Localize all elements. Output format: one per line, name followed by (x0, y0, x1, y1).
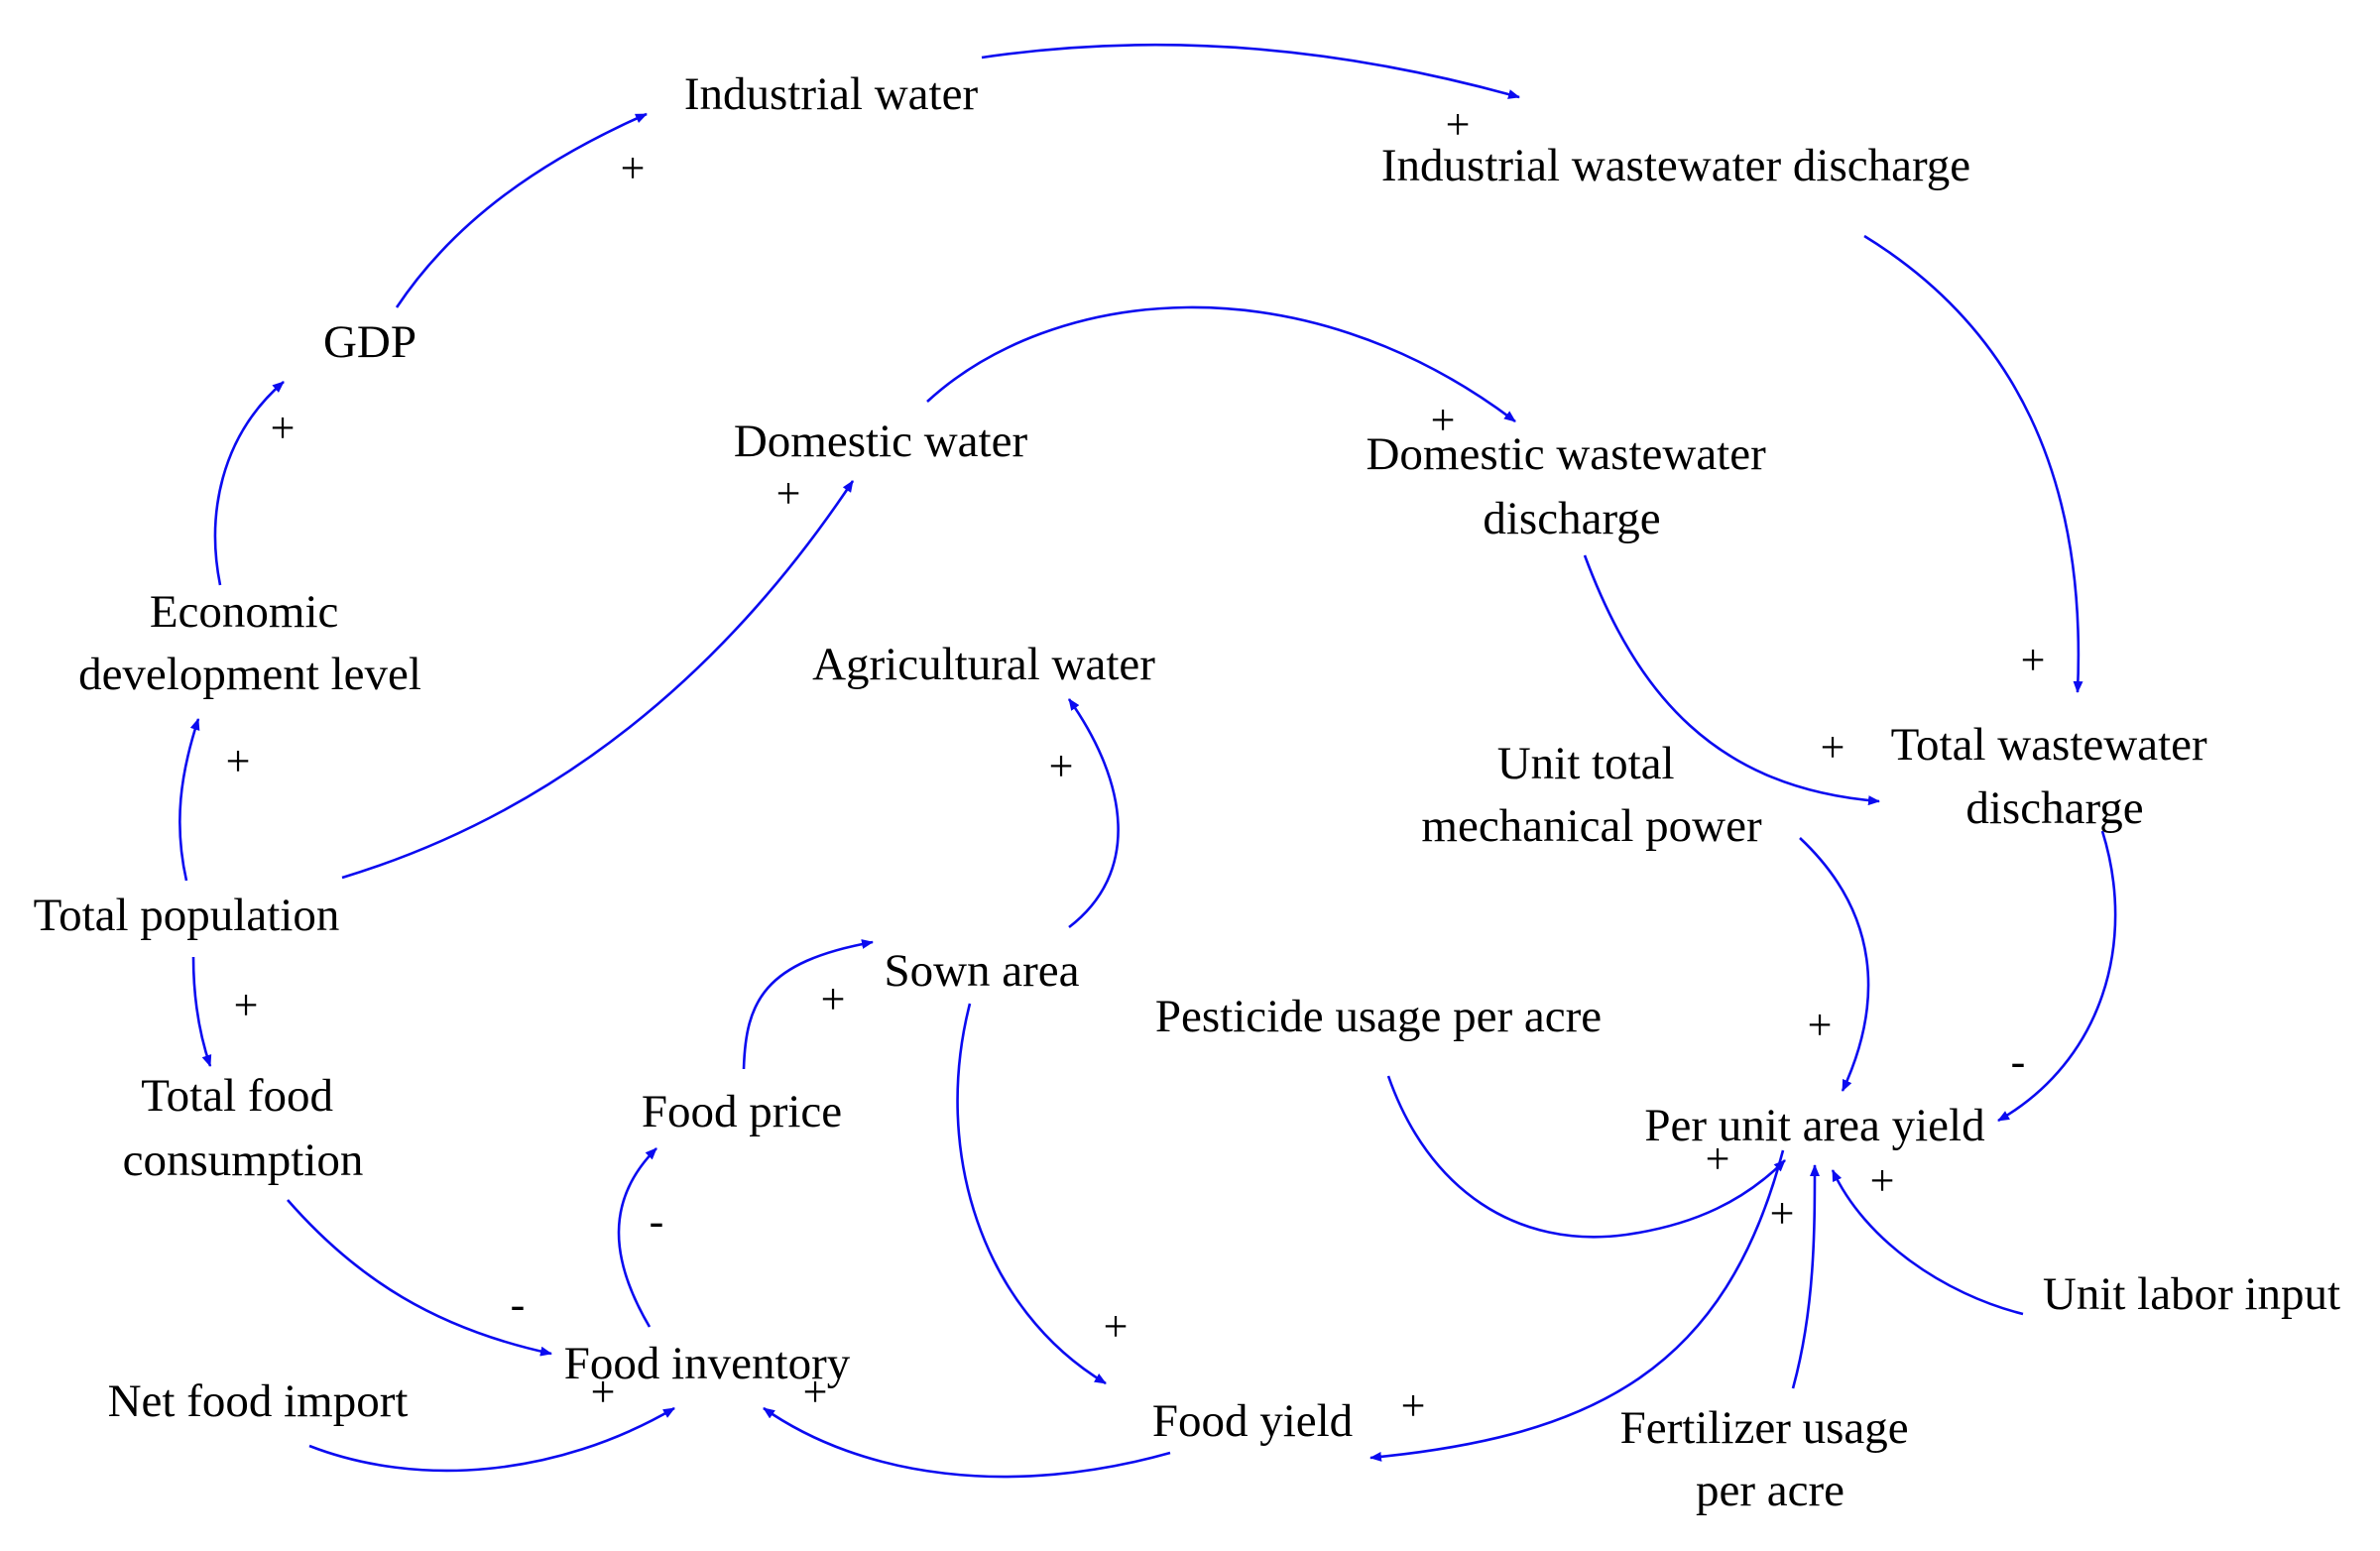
link-labor-to-per-unit-yield (1831, 1169, 2024, 1316)
link-food-price-to-sown-area (742, 939, 874, 1070)
node-per-unit-area-yield: Per unit area yield (1644, 1100, 1984, 1151)
node-total-food-consumption-line-1: Total food (141, 1070, 333, 1122)
link-gdp-to-industrial-water (395, 112, 648, 308)
node-unit-total-mechanical-power-line-1: Unit total (1497, 738, 1675, 789)
link-total-wastewater-to-per-unit-yield (1997, 830, 2117, 1123)
link-mechanical-power-to-per-unit-yield (1799, 837, 1870, 1092)
link-industrial-water-to-industrial-wastewater (981, 43, 1520, 99)
node-total-food-consumption-line-2: consumption (123, 1134, 364, 1186)
polarity-industrial-wastewater-to-total-wastewater: + (2021, 636, 2046, 684)
node-net-food-import: Net food import (108, 1375, 409, 1427)
link-food-consumption-to-food-inventory (287, 1199, 552, 1357)
node-domestic-wastewater-discharge-line-1: Domestic wastewater (1366, 428, 1766, 480)
node-industrial-wastewater-discharge: Industrial wastewater discharge (1381, 140, 1970, 191)
polarity-mechanical-power-to-per-unit-yield: + (1808, 1001, 1833, 1049)
polarity-food-inventory-to-food-price: - (650, 1197, 664, 1246)
link-per-unit-yield-to-food-yield (1369, 1149, 1785, 1462)
polarity-fertilizer-to-per-unit-yield: + (1770, 1189, 1795, 1238)
link-domestic-water-to-domestic-wastewater (926, 305, 1516, 423)
polarity-per-unit-yield-to-food-yield: + (1401, 1381, 1426, 1430)
node-economic-development-level: Economic development level (78, 586, 421, 700)
polarity-economic-to-gdp: + (271, 404, 296, 452)
node-agricultural-water: Agricultural water (812, 639, 1155, 690)
polarity-net-food-import-to-food-inventory: + (591, 1368, 616, 1416)
node-total-population: Total population (34, 890, 340, 941)
polarity-population-to-food-consumption: + (234, 981, 259, 1029)
node-fertilizer-usage-per-acre: Fertilizer usage per acre (1620, 1402, 1921, 1516)
node-unit-labor-input: Unit labor input (2043, 1268, 2340, 1320)
node-food-price: Food price (642, 1086, 842, 1137)
node-food-yield: Food yield (1152, 1395, 1353, 1447)
node-total-wastewater-discharge: Total wastewater discharge (1891, 719, 2219, 834)
link-domestic-wastewater-to-total-wastewater (1583, 554, 1880, 806)
link-food-yield-to-food-inventory (763, 1406, 1171, 1479)
polarity-industrial-water-to-industrial-wastewater: + (1446, 100, 1471, 149)
node-gdp: GDP (323, 316, 416, 368)
polarity-sown-area-to-food-yield: + (1104, 1302, 1129, 1351)
node-domestic-wastewater-discharge-line-2: discharge (1483, 493, 1660, 544)
polarity-total-wastewater-to-per-unit-yield: - (2011, 1037, 2026, 1086)
links (178, 43, 2117, 1479)
nodes: Industrial water Industrial wastewater d… (34, 68, 2340, 1516)
node-food-inventory: Food inventory (564, 1338, 851, 1389)
node-domestic-water: Domestic water (734, 416, 1028, 467)
node-industrial-water: Industrial water (684, 68, 979, 120)
polarity-sown-area-to-agricultural-water: + (1049, 742, 1074, 790)
node-total-wastewater-discharge-line-1: Total wastewater (1891, 719, 2207, 771)
node-domestic-wastewater-discharge: Domestic wastewater discharge (1366, 428, 1777, 544)
link-net-food-import-to-food-inventory (308, 1406, 675, 1473)
node-total-wastewater-discharge-line-2: discharge (1965, 782, 2143, 834)
link-pesticide-to-per-unit-yield (1386, 1075, 1786, 1239)
polarity-population-to-domestic-water: + (776, 469, 801, 518)
polarity-food-price-to-sown-area: + (821, 975, 846, 1023)
node-economic-development-level-line-1: Economic (150, 586, 339, 638)
link-fertilizer-to-per-unit-yield (1791, 1164, 1820, 1389)
link-population-to-food-consumption (191, 956, 212, 1067)
link-food-inventory-to-food-price (617, 1147, 657, 1328)
polarity-domestic-wastewater-to-total-wastewater: + (1821, 723, 1845, 772)
polarity-domestic-water-to-domestic-wastewater: + (1431, 396, 1456, 444)
node-economic-development-level-line-2: development level (78, 649, 421, 700)
node-sown-area: Sown area (884, 945, 1079, 997)
link-industrial-wastewater-to-total-wastewater (1863, 234, 2083, 693)
node-total-food-consumption: Total food consumption (123, 1070, 364, 1186)
link-sown-area-to-food-yield (956, 1003, 1107, 1385)
link-population-to-economic (178, 718, 200, 882)
polarity-gdp-to-industrial-water: + (621, 144, 646, 192)
node-unit-total-mechanical-power: Unit total mechanical power (1421, 738, 1762, 852)
link-population-to-domestic-water (341, 480, 855, 880)
polarity-labels: + + + + + + + + + - - + + + + + + - + + … (226, 100, 2046, 1430)
node-unit-total-mechanical-power-line-2: mechanical power (1421, 800, 1762, 852)
polarity-food-consumption-to-food-inventory: - (511, 1280, 526, 1329)
polarity-food-yield-to-food-inventory: + (803, 1368, 828, 1416)
polarity-pesticide-to-per-unit-yield: + (1706, 1134, 1730, 1183)
node-fertilizer-usage-per-acre-line-2: per acre (1696, 1465, 1844, 1516)
node-pesticide-usage-per-acre: Pesticide usage per acre (1155, 991, 1602, 1042)
node-fertilizer-usage-per-acre-line-1: Fertilizer usage (1620, 1402, 1909, 1454)
polarity-population-to-economic: + (226, 737, 251, 785)
link-sown-area-to-agricultural-water (1067, 698, 1120, 929)
link-economic-to-gdp (213, 381, 285, 586)
polarity-labor-to-per-unit-yield: + (1870, 1156, 1895, 1205)
